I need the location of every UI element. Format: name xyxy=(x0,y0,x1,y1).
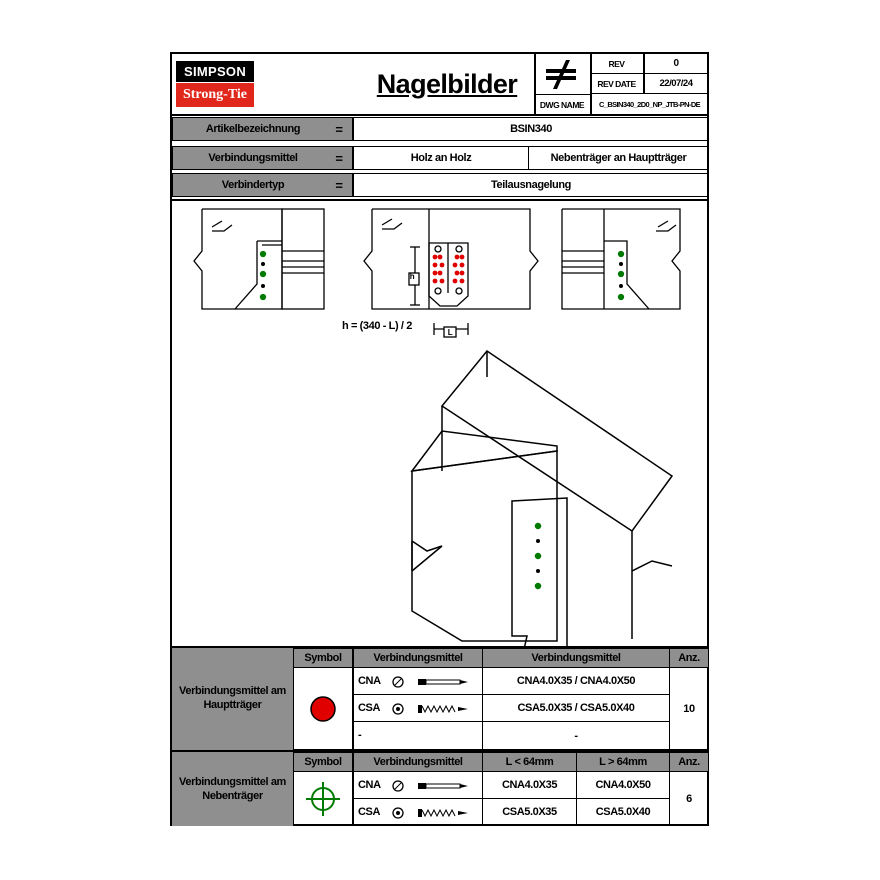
formula-text: h = (340 - L) / 2 xyxy=(342,320,412,332)
table2-row: CSA xyxy=(353,798,483,826)
logo-bottom-text: Strong-Tie xyxy=(182,87,248,102)
table2-header-symbol: Symbol xyxy=(293,752,353,772)
table1-count: 10 xyxy=(669,667,709,750)
table1-value: - xyxy=(482,721,670,750)
rev-date-label: REV DATE xyxy=(597,78,636,89)
table2-value-long: CNA4.0X50 xyxy=(576,771,670,799)
table1-row: CNA xyxy=(353,667,483,695)
table1-header-anz: Anz. xyxy=(669,648,709,668)
table1-header-verbindungsmittel-2: Verbindungsmittel xyxy=(482,648,670,668)
table1-row: CSA xyxy=(353,694,483,722)
table2-header-short: L < 64mm xyxy=(482,752,577,772)
isometric-view xyxy=(410,349,674,646)
table1-group-cell: Verbindungsmittel am Hauptträger xyxy=(172,648,293,750)
table2-header-verbindungsmittel: Verbindungsmittel xyxy=(353,752,483,772)
table2-group-label: Verbindungsmittel am Nebenträger xyxy=(179,776,286,802)
green-crosshair-icon xyxy=(306,781,340,816)
fastener-type: CSA xyxy=(358,702,381,714)
info-label-verbindungsmittel: Verbindungsmittel xyxy=(208,152,298,164)
table1-header-symbol: Symbol xyxy=(293,648,353,668)
logo-strongtie: Strong-Tie xyxy=(176,83,254,107)
info-value-verbindertyp: Teilausnagelung xyxy=(353,173,709,197)
technical-drawing xyxy=(193,208,681,646)
info-value-holz: Holz an Holz xyxy=(353,146,529,170)
screw-icon xyxy=(392,807,468,819)
dim-h-label: h xyxy=(409,271,415,281)
dwg-name-value: C_BSIN340_2D0_NP_JTB-PN-DE xyxy=(598,100,701,109)
dim-l-label: L xyxy=(447,327,453,337)
not-equal-icon xyxy=(546,60,576,89)
fastener-type: CSA xyxy=(358,806,381,818)
table1-symbol-cell xyxy=(293,667,353,750)
side-view-left xyxy=(193,208,325,310)
rev-value: 0 xyxy=(673,58,679,69)
info-equals: = xyxy=(335,150,343,166)
table2-count: 6 xyxy=(669,771,709,826)
screw-icon xyxy=(392,703,468,715)
table2-value-short: CNA4.0X35 xyxy=(482,771,577,799)
drawing-sheet: SIMPSON Strong-Tie Nagelbilder REV 0 REV… xyxy=(170,52,709,826)
logo-simpson: SIMPSON xyxy=(176,61,254,82)
table2-value-short: CSA5.0X35 xyxy=(482,798,577,826)
nail-icon xyxy=(392,780,468,792)
fastener-type: - xyxy=(358,729,362,741)
info-equals: = xyxy=(335,121,343,137)
info-label-artikel: Artikelbezeichnung xyxy=(205,123,301,135)
table1-value: CNA4.0X35 / CNA4.0X50 xyxy=(482,667,670,695)
fastener-type: CNA xyxy=(358,779,381,791)
info-label-verbindertyp: Verbindertyp xyxy=(221,179,285,191)
table1-value: CSA5.0X35 / CSA5.0X40 xyxy=(482,694,670,722)
table1-group-label: Verbindungsmittel am Hauptträger xyxy=(179,685,286,711)
side-view-right xyxy=(561,208,681,310)
red-dot-icon xyxy=(310,695,336,722)
table2-value-long: CSA5.0X40 xyxy=(576,798,670,826)
table1-header-verbindungsmittel: Verbindungsmittel xyxy=(353,648,483,668)
table1-row: - xyxy=(353,721,483,750)
info-label-cell: Verbindungsmittel = xyxy=(172,146,353,170)
rev-date-value: 22/07/24 xyxy=(659,78,693,89)
fastener-type: CNA xyxy=(358,675,381,687)
rev-label: REV xyxy=(608,58,625,69)
info-value-nebentraeger: Nebenträger an Hauptträger xyxy=(528,146,709,170)
nail-icon xyxy=(392,676,468,688)
table2-symbol-cell xyxy=(293,771,353,826)
table2-header-long: L > 64mm xyxy=(576,752,670,772)
info-value-artikel: BSIN340 xyxy=(353,117,709,141)
dwg-name-label: DWG NAME xyxy=(539,99,585,110)
logo-top-text: SIMPSON xyxy=(183,64,247,79)
info-label-cell: Artikelbezeichnung = xyxy=(172,117,353,141)
table2-row: CNA xyxy=(353,771,483,799)
info-equals: = xyxy=(335,177,343,193)
table2-header-anz: Anz. xyxy=(669,752,709,772)
info-label-cell: Verbindertyp = xyxy=(172,173,353,197)
page-title: Nagelbilder xyxy=(376,68,518,99)
front-view xyxy=(363,208,539,338)
table2-group-cell: Verbindungsmittel am Nebenträger xyxy=(172,752,293,826)
